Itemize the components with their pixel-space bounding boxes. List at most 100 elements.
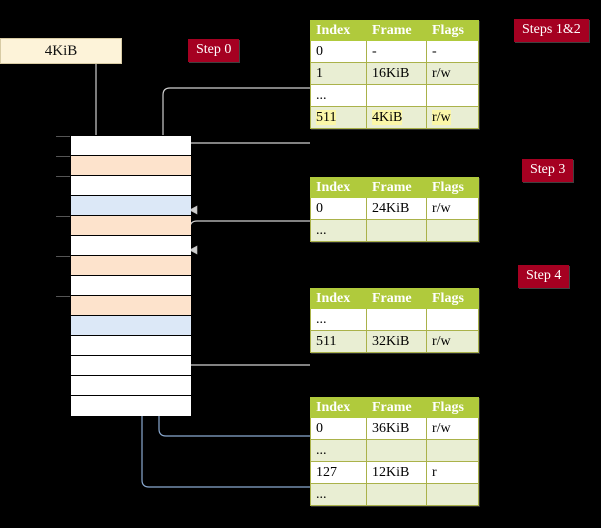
cell-flags: [426, 439, 479, 462]
memory-frame-row: [71, 316, 191, 336]
cell-index: ...: [310, 483, 367, 506]
column-header-flags: Flags: [426, 397, 479, 418]
cell-frame: [366, 219, 427, 242]
cell-flags: r/w: [426, 197, 479, 220]
cell-flags: r: [426, 461, 479, 484]
cell-flags: r/w: [426, 106, 479, 129]
memory-frame-tick: [56, 136, 70, 137]
wire-steps12-b: [188, 205, 198, 215]
cell-flags: r/w: [426, 417, 479, 440]
page-table-row: ...: [310, 84, 479, 107]
highlighted-value: 511: [316, 109, 337, 125]
cell-flags: [426, 308, 479, 331]
page-box-4kib: 4KiB: [0, 38, 122, 64]
memory-frame-row: [71, 296, 191, 316]
badge-steps-1-2: Steps 1&2: [514, 19, 589, 42]
cell-index: 1: [310, 62, 367, 85]
cell-index: 0: [310, 40, 367, 63]
badge-step-3: Step 3: [522, 159, 574, 182]
page-table-row: 511 4KiB r/w: [310, 106, 479, 129]
column-header-flags: Flags: [426, 20, 479, 41]
cell-index: 0: [310, 197, 367, 220]
cell-frame: [366, 308, 427, 331]
cell-frame: [366, 84, 427, 107]
page-table-row: 0--: [310, 40, 479, 63]
badge-label: Step 4: [526, 268, 562, 283]
cell-frame: 12KiB: [366, 461, 427, 484]
memory-frame-row: [71, 396, 191, 416]
page-table-row: ...: [310, 483, 479, 506]
wire-step3: [188, 220, 310, 255]
page-table-row: ...: [310, 219, 479, 242]
cell-index: ...: [310, 84, 367, 107]
memory-frame-tick: [56, 216, 70, 217]
cell-flags: r/w: [426, 62, 479, 85]
memory-frame-tick: [56, 156, 70, 157]
wire-hook-a: [173, 143, 310, 152]
cell-flags: [426, 483, 479, 506]
cell-flags: [426, 84, 479, 107]
cell-flags: -: [426, 40, 479, 63]
wire-hook-b: [178, 143, 310, 152]
column-header-index: Index: [310, 397, 367, 418]
wire-511-to-mem: [170, 142, 310, 155]
cell-index: 127: [310, 461, 367, 484]
memory-frame-row: [71, 236, 191, 256]
highlighted-value: 4KiB: [372, 109, 403, 125]
physical-memory-column: [56, 135, 191, 416]
cell-frame: [366, 483, 427, 506]
column-header-index: Index: [310, 20, 367, 41]
column-header-frame: Frame: [366, 20, 427, 41]
column-header-frame: Frame: [366, 177, 427, 198]
cell-index: ...: [310, 308, 367, 331]
memory-frame-tick: [56, 296, 70, 297]
memory-frame-row: [71, 256, 191, 276]
memory-frame-row: [71, 276, 191, 296]
memory-frame-row: [71, 336, 191, 356]
badge-label: Step 3: [530, 162, 566, 177]
badge-step-4: Step 4: [518, 265, 570, 288]
memory-frame-row: [71, 136, 191, 156]
memory-frame-tick: [56, 176, 70, 177]
cell-frame: [366, 439, 427, 462]
cell-index: 511: [310, 330, 367, 353]
cell-frame: 24KiB: [366, 197, 427, 220]
column-header-index: Index: [310, 177, 367, 198]
memory-frame-tick: [56, 256, 70, 257]
column-header-frame: Frame: [366, 397, 427, 418]
badge-label: Step 0: [196, 42, 232, 57]
memory-frame-row: [71, 176, 191, 196]
memory-frame-row: [71, 376, 191, 396]
badge-label: Steps 1&2: [522, 22, 581, 37]
memory-frame-row: [71, 196, 191, 216]
column-header-flags: Flags: [426, 288, 479, 309]
badge-step-0: Step 0: [188, 39, 240, 62]
cell-index: 511: [310, 106, 367, 129]
highlighted-value: r/w: [432, 109, 451, 125]
page-table-row: ...: [310, 439, 479, 462]
cell-index: ...: [310, 439, 367, 462]
column-header-flags: Flags: [426, 177, 479, 198]
cell-frame: 4KiB: [366, 106, 427, 129]
memory-frame-row: [71, 356, 191, 376]
cell-frame: 32KiB: [366, 330, 427, 353]
cell-frame: 36KiB: [366, 417, 427, 440]
wire-step4: [168, 295, 310, 366]
cell-frame: -: [366, 40, 427, 63]
column-header-index: Index: [310, 288, 367, 309]
page-table-row: ...: [310, 308, 479, 331]
cell-index: 0: [310, 417, 367, 440]
cell-flags: r/w: [426, 330, 479, 353]
memory-frame-row: [71, 216, 191, 236]
page-box-label: 4KiB: [44, 42, 78, 59]
